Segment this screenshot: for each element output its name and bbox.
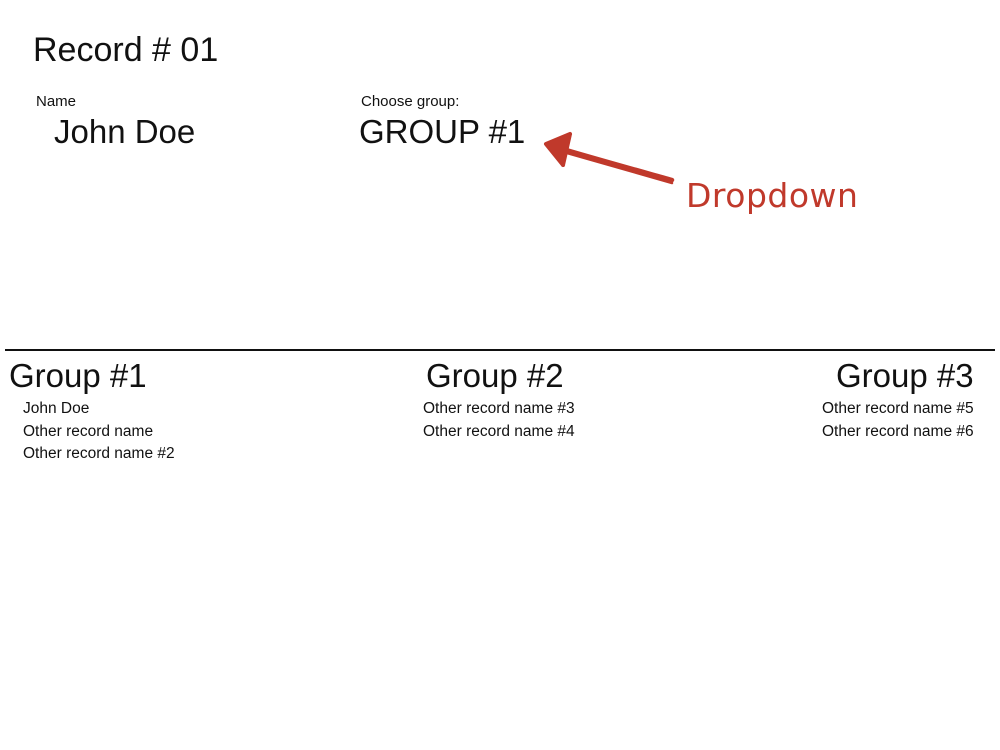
group-column-2: Group #2 Other record name #3 Other reco…: [423, 356, 575, 443]
group-label: Choose group:: [361, 93, 460, 110]
list-item[interactable]: Other record name #3: [423, 400, 575, 417]
group-title: Group #3: [836, 357, 974, 394]
group-column-3: Group #3 Other record name #5 Other reco…: [822, 356, 974, 443]
group-column-1: Group #1 John Doe Other record name Othe…: [9, 356, 175, 466]
group-member-list: John Doe Other record name Other record …: [9, 398, 175, 466]
section-divider: [5, 349, 995, 351]
name-label: Name: [36, 93, 77, 110]
group-title: Group #2: [426, 357, 564, 394]
group-title: Group #1: [9, 357, 147, 394]
list-item[interactable]: Other record name #2: [23, 445, 175, 462]
list-item[interactable]: Other record name #4: [423, 422, 575, 440]
list-item[interactable]: Other record name #6: [822, 422, 974, 440]
hand-drawn-arrow-icon: [544, 132, 675, 185]
list-item[interactable]: John Doe: [23, 400, 90, 417]
annotation-label: Dropdown: [686, 176, 859, 215]
group-member-list: Other record name #5 Other record name #…: [822, 398, 974, 443]
record-title: Record # 01: [33, 31, 219, 69]
group-member-list: Other record name #3 Other record name #…: [423, 398, 575, 443]
list-item[interactable]: Other record name #5: [822, 400, 974, 417]
group-dropdown[interactable]: GROUP #1: [359, 113, 526, 150]
list-item[interactable]: Other record name: [23, 422, 154, 440]
name-value: John Doe: [54, 113, 196, 150]
